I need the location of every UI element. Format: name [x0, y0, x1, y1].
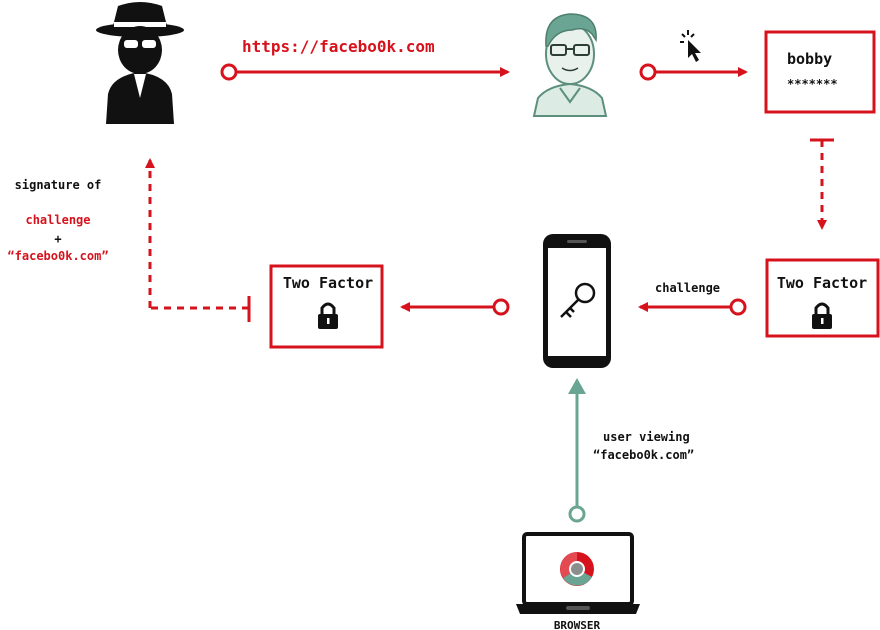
- phone-key-icon: [543, 234, 611, 368]
- user-viewing-line1: user viewing: [603, 430, 690, 444]
- challenge-arrow-origin: [729, 298, 747, 316]
- signature-line2: challenge: [25, 213, 90, 227]
- login-password: *******: [787, 77, 838, 91]
- user-avatar-icon: [532, 13, 608, 117]
- browser-arrow-origin: [568, 505, 586, 523]
- browser-arrow-head: [568, 378, 586, 394]
- two-factor-left-title: Two Factor: [283, 274, 373, 292]
- url-arrow-origin: [220, 63, 238, 81]
- browser-label: BROWSER: [554, 619, 601, 630]
- two-factor-right-title: Two Factor: [777, 274, 867, 292]
- url-label: https://facebo0k.com: [242, 37, 435, 56]
- login-username: bobby: [787, 50, 832, 68]
- user-viewing-line2: “facebo0k.com”: [593, 448, 694, 462]
- lock-icon: [812, 302, 832, 329]
- laptop-browser-icon: [516, 532, 640, 614]
- lock-icon: [318, 302, 338, 329]
- signature-line4: “facebo0k.com”: [7, 249, 108, 263]
- login-box: [764, 30, 876, 114]
- signature-line1: signature of: [15, 178, 102, 192]
- challenge-label: challenge: [655, 281, 720, 295]
- signature-arrow-origin: [492, 298, 510, 316]
- signature-line3: +: [54, 232, 61, 246]
- spy-icon: [96, 2, 184, 124]
- two-factor-box-left: [269, 264, 384, 349]
- login-arrow-origin: [639, 63, 657, 81]
- cursor-click-icon: [680, 30, 701, 62]
